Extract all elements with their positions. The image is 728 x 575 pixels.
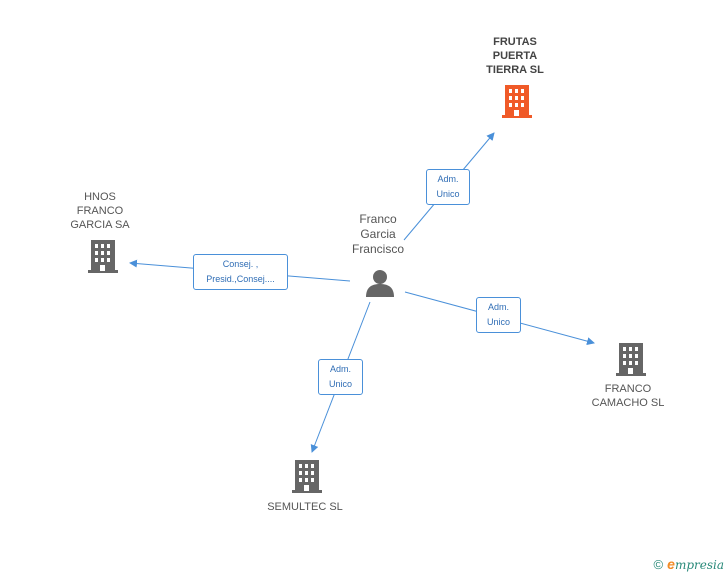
building-icon-frutas[interactable] <box>502 85 532 118</box>
node-label-camacho[interactable]: FRANCO CAMACHO SL <box>591 383 665 409</box>
edge-label-to-frutas: Adm. Unico <box>426 169 470 205</box>
edge-label-to-semultec: Adm. Unico <box>318 359 363 395</box>
edge-label-to-camacho: Adm. Unico <box>476 297 521 333</box>
brand-logo: empresia <box>667 556 724 572</box>
building-icon-camacho[interactable] <box>616 343 646 376</box>
edge-label-to-hnos: Consej. , Presid.,Consej.... <box>193 254 288 290</box>
brand-watermark: © empresia <box>654 556 724 572</box>
node-label-frutas[interactable]: FRUTAS PUERTA TIERRA SL <box>486 36 544 76</box>
building-icon-semultec[interactable] <box>292 460 322 493</box>
node-label-person[interactable]: Franco Garcia Francisco <box>351 212 404 256</box>
node-label-hnos[interactable]: HNOS FRANCO GARCIA SA <box>70 191 130 231</box>
person-icon[interactable] <box>366 270 394 297</box>
building-icon-hnos[interactable] <box>88 240 118 273</box>
copyright-icon: © <box>653 556 664 572</box>
node-label-semultec[interactable]: SEMULTEC SL <box>267 501 343 513</box>
